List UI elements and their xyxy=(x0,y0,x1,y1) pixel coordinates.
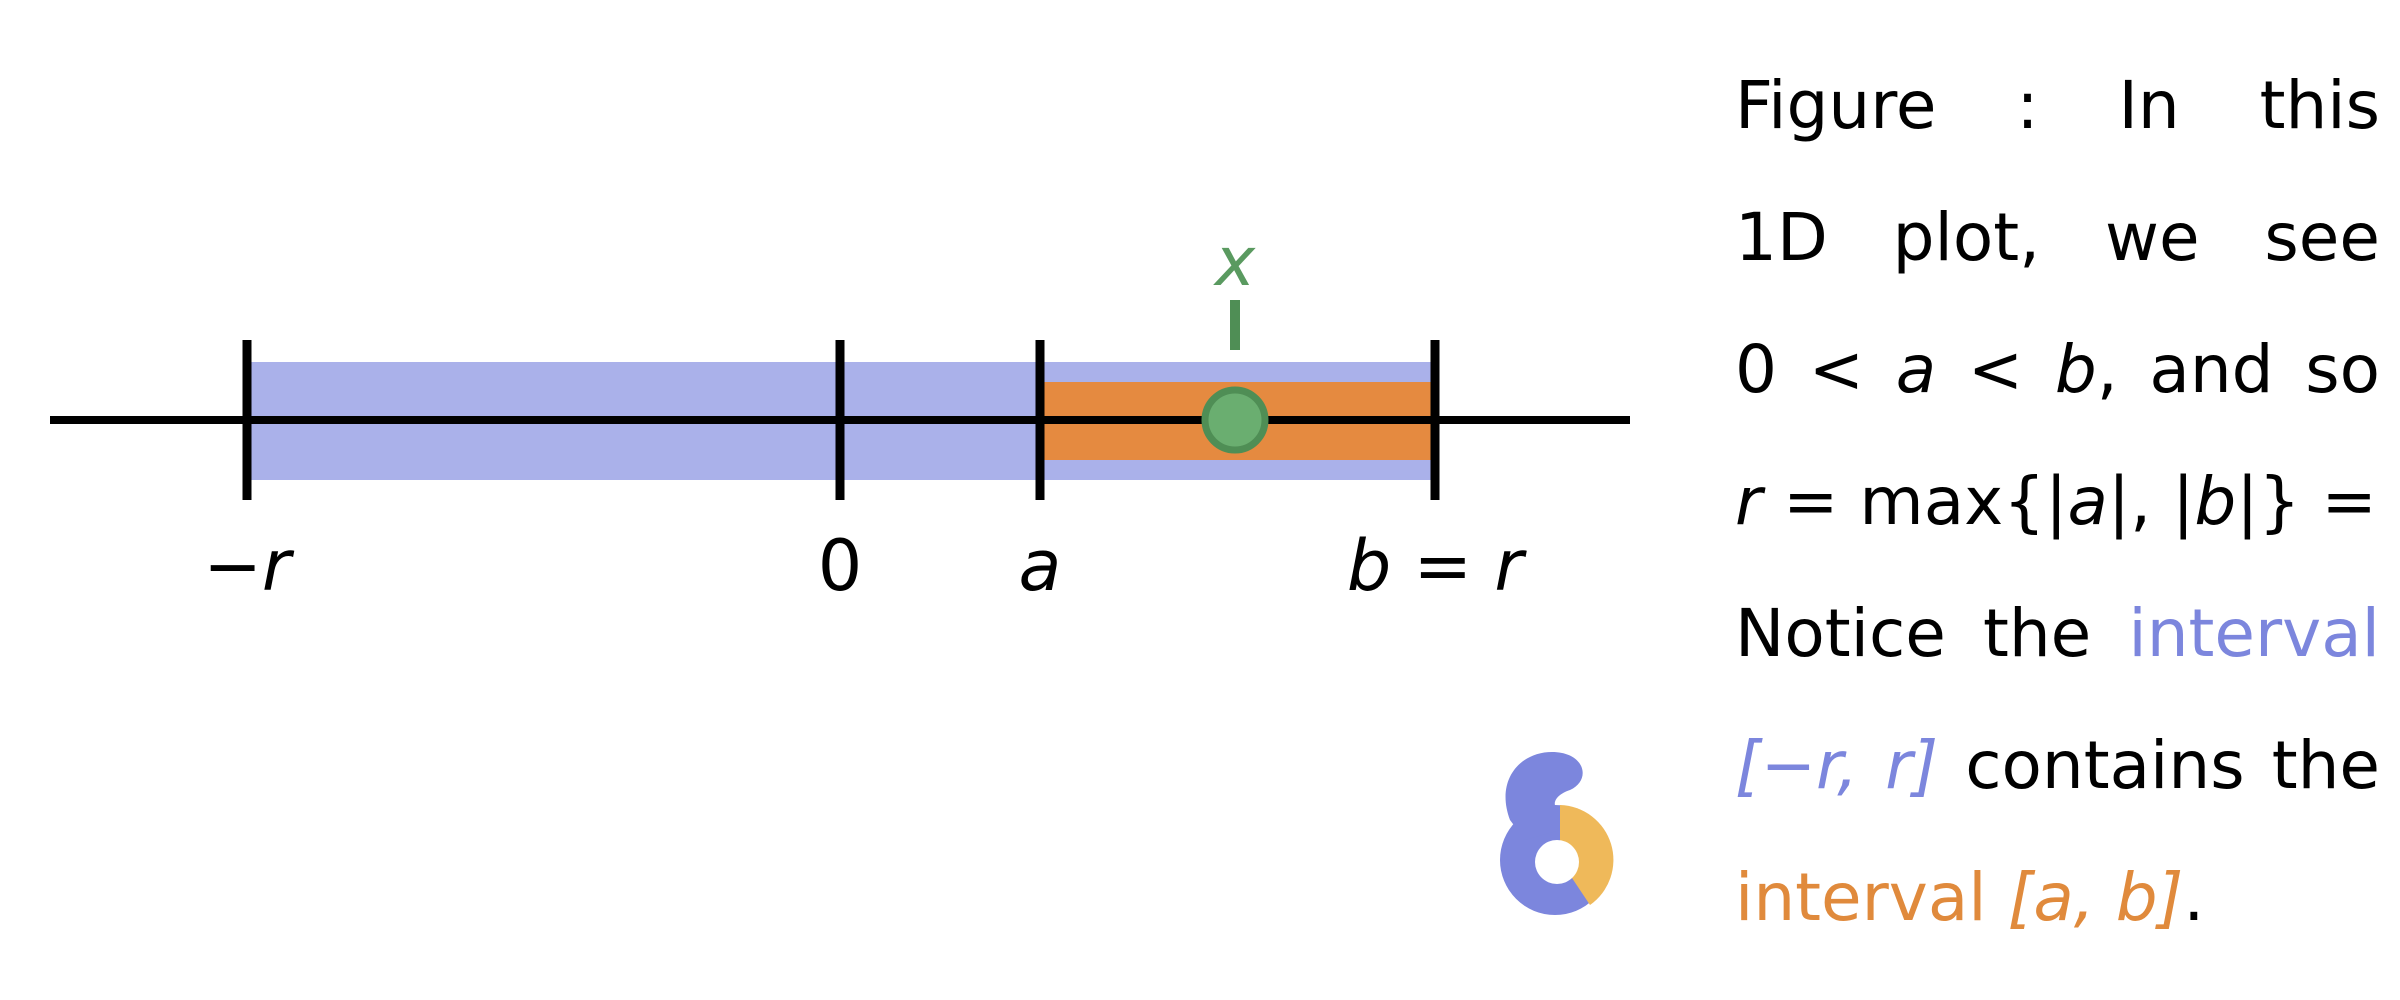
tick-label-b-eq-r: b = r xyxy=(1347,525,1528,607)
caption-line-3: 0 < a < b, and so xyxy=(1735,331,2381,408)
point-x xyxy=(1201,386,1269,454)
tick-label-zero: 0 xyxy=(818,525,863,607)
caption-line-6: [−r, r] contains the xyxy=(1735,727,2381,804)
logo-ring-yellow xyxy=(1560,805,1614,905)
caption-line-1: Figure : In this xyxy=(1735,67,2381,144)
stylized-logo-icon xyxy=(1500,752,1614,915)
tick-label-neg-r: −r xyxy=(203,525,295,607)
logo-top-hook xyxy=(1505,752,1583,840)
caption-line-2: 1D plot, we see xyxy=(1735,199,2381,276)
logo-hole xyxy=(1535,840,1579,884)
caption-line-4: r = max{|a|, |b|} = b. xyxy=(1735,463,2400,540)
tick-label-a: a xyxy=(1019,525,1062,607)
caption-line-7: interval [a, b]. xyxy=(1735,859,2205,936)
caption-line-5: Notice the interval xyxy=(1735,595,2380,672)
point-x-label: x xyxy=(1213,223,1256,302)
figure-caption: Figure : In this 1D plot, we see 0 < a <… xyxy=(1735,40,2400,964)
interval-diagram: x −r 0 a b = r xyxy=(50,223,1630,915)
